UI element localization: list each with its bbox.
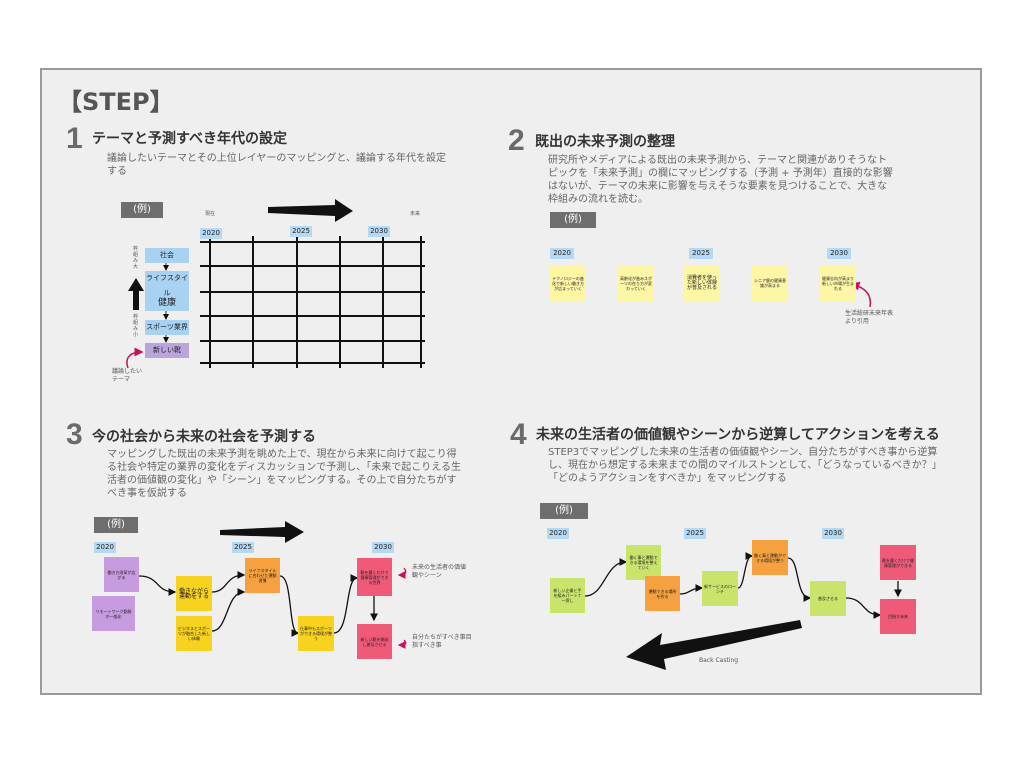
step-title-4: 未来の生活者の価値観やシーンから逆算してアクションを考える bbox=[536, 427, 940, 443]
citation-label: 生活総研未来年表より引用 bbox=[845, 310, 894, 325]
frame-big-label: 枠組み大 bbox=[133, 246, 139, 270]
step-number-2: 2 bbox=[508, 124, 525, 157]
scene-note-f: 仕事中もスポーツができる環境が整う bbox=[298, 616, 334, 651]
scene-label-top: 未来の生活者の価値観やシーン bbox=[412, 564, 467, 579]
year-tag-2025-s4: 2025 bbox=[684, 528, 706, 539]
forecast-note-3: 消費者を使った新しい体験が普及される bbox=[684, 265, 720, 301]
step-desc-2: 研究所やメディアによる既出の未来予測から、テーマと関連がありそうなトピックを「未… bbox=[548, 155, 893, 205]
scene-note-b: リモートワーク勤務が一般化 bbox=[92, 596, 135, 631]
milestone-note-c: 運動できる場所を作る bbox=[645, 576, 680, 611]
mapping-grid bbox=[200, 236, 425, 368]
example-tag-3: (例) bbox=[94, 517, 138, 533]
year-tag-2030-s4: 2030 bbox=[822, 528, 844, 539]
timeline-arrow bbox=[268, 199, 353, 222]
milestone-note-f: 普及させる bbox=[810, 581, 846, 616]
forecast-note-1: テクノロジーの進化で新しい働き方が広まっていく bbox=[550, 265, 586, 301]
milestone-note-d: 新サービスのローンチ bbox=[702, 571, 738, 606]
step-number-4: 4 bbox=[510, 418, 527, 451]
year-tag-2020: 2020 bbox=[200, 228, 222, 239]
frame-small-label: 枠組み小 bbox=[133, 314, 139, 338]
scene-note-e: ライフスタイルに合わせた運動習慣 bbox=[245, 558, 280, 593]
step-number-3: 3 bbox=[66, 418, 83, 451]
year-tag-2030: 2030 bbox=[368, 226, 390, 237]
page-title: 【STEP】 bbox=[58, 88, 174, 116]
scene-note-g: 靴を履くだけで健康管理ができる世界 bbox=[357, 558, 392, 596]
year-tag-2030-s3: 2030 bbox=[372, 542, 394, 553]
milestone-note-b: 働く事と運動できる環境を整えていく bbox=[626, 545, 661, 580]
step-desc-4: STEP3でマッピングした未来の生活者の価値観やシーン、自分たちがすべき事から逆… bbox=[548, 447, 942, 484]
milestone-note-g: 靴を履くだけで健康管理ができる bbox=[880, 545, 916, 580]
scene-note-h: 新しい靴を開発し普及させる bbox=[357, 624, 392, 659]
step-number-1: 1 bbox=[66, 122, 83, 155]
example-tag-4: (例) bbox=[540, 503, 588, 519]
year-tag-2020-s3: 2020 bbox=[94, 542, 116, 553]
level-health: 健康 bbox=[145, 296, 189, 311]
step-desc-1: 議論したいテーマとその上位レイヤーのマッピングと、議論する年代を設定する bbox=[107, 153, 446, 177]
level-society: 社会 bbox=[145, 248, 189, 263]
year-tag-2025-s3: 2025 bbox=[232, 542, 254, 553]
milestone-note-e: 働く事と運動ができる環境が整う bbox=[752, 540, 788, 575]
example-tag-2: (例) bbox=[550, 212, 596, 228]
step-desc-3: マッピングした既出の未来予測を眺めた上で、現在から未来に向けて起こり得る社会や特… bbox=[107, 449, 461, 499]
forecast-note-5: 健康志向が高まり新しい市場が生まれる bbox=[820, 265, 856, 301]
year-tag-2030-s2: 2030 bbox=[827, 248, 851, 259]
timeline-arrow-3 bbox=[220, 521, 304, 543]
milestone-note-a: 新しい企業と手を組みパートナー探し bbox=[550, 578, 585, 613]
future-label: 未来 bbox=[410, 211, 421, 217]
hierarchy-arrow bbox=[128, 278, 144, 310]
back-casting-label: Back Casting bbox=[699, 657, 739, 664]
year-tag-2020-s2: 2020 bbox=[550, 248, 574, 259]
year-tag-2020-s4: 2020 bbox=[547, 528, 569, 539]
scene-note-c: 働きながら運動をする bbox=[176, 576, 212, 611]
level-sports-industry: スポーツ業界 bbox=[145, 320, 189, 335]
forecast-note-4: シニア層の健康意識が高まる bbox=[752, 265, 788, 301]
step-title-3: 今の社会から未来の社会を予測する bbox=[92, 429, 316, 445]
theme-note: 議論したいテーマ bbox=[112, 368, 143, 383]
milestone-note-h: 目指す未来 bbox=[880, 599, 916, 634]
step-title-1: テーマと予測すべき年代の設定 bbox=[92, 131, 288, 147]
year-tag-2025-s2: 2025 bbox=[689, 248, 713, 259]
scene-note-a: 働き方改革が広がる bbox=[104, 557, 139, 592]
theme-pointer bbox=[126, 347, 144, 369]
step-title-2: 既出の未来予測の整理 bbox=[535, 134, 675, 150]
level-new-shoes: 新しい靴 bbox=[145, 343, 189, 358]
scene-label-bottom: 自分たちがすべき事目指すべき事 bbox=[412, 634, 472, 649]
example-tag-1: (例) bbox=[121, 202, 163, 218]
forecast-note-2: 高齢化が進みスポーツの在り方が変わっていく bbox=[618, 265, 654, 301]
back-casting-arrow bbox=[626, 620, 802, 670]
year-tag-2025: 2025 bbox=[290, 226, 312, 237]
now-label: 現在 bbox=[205, 211, 216, 217]
scene-note-d: ビジネスとスポーツが融合した新しい体験 bbox=[176, 616, 212, 651]
